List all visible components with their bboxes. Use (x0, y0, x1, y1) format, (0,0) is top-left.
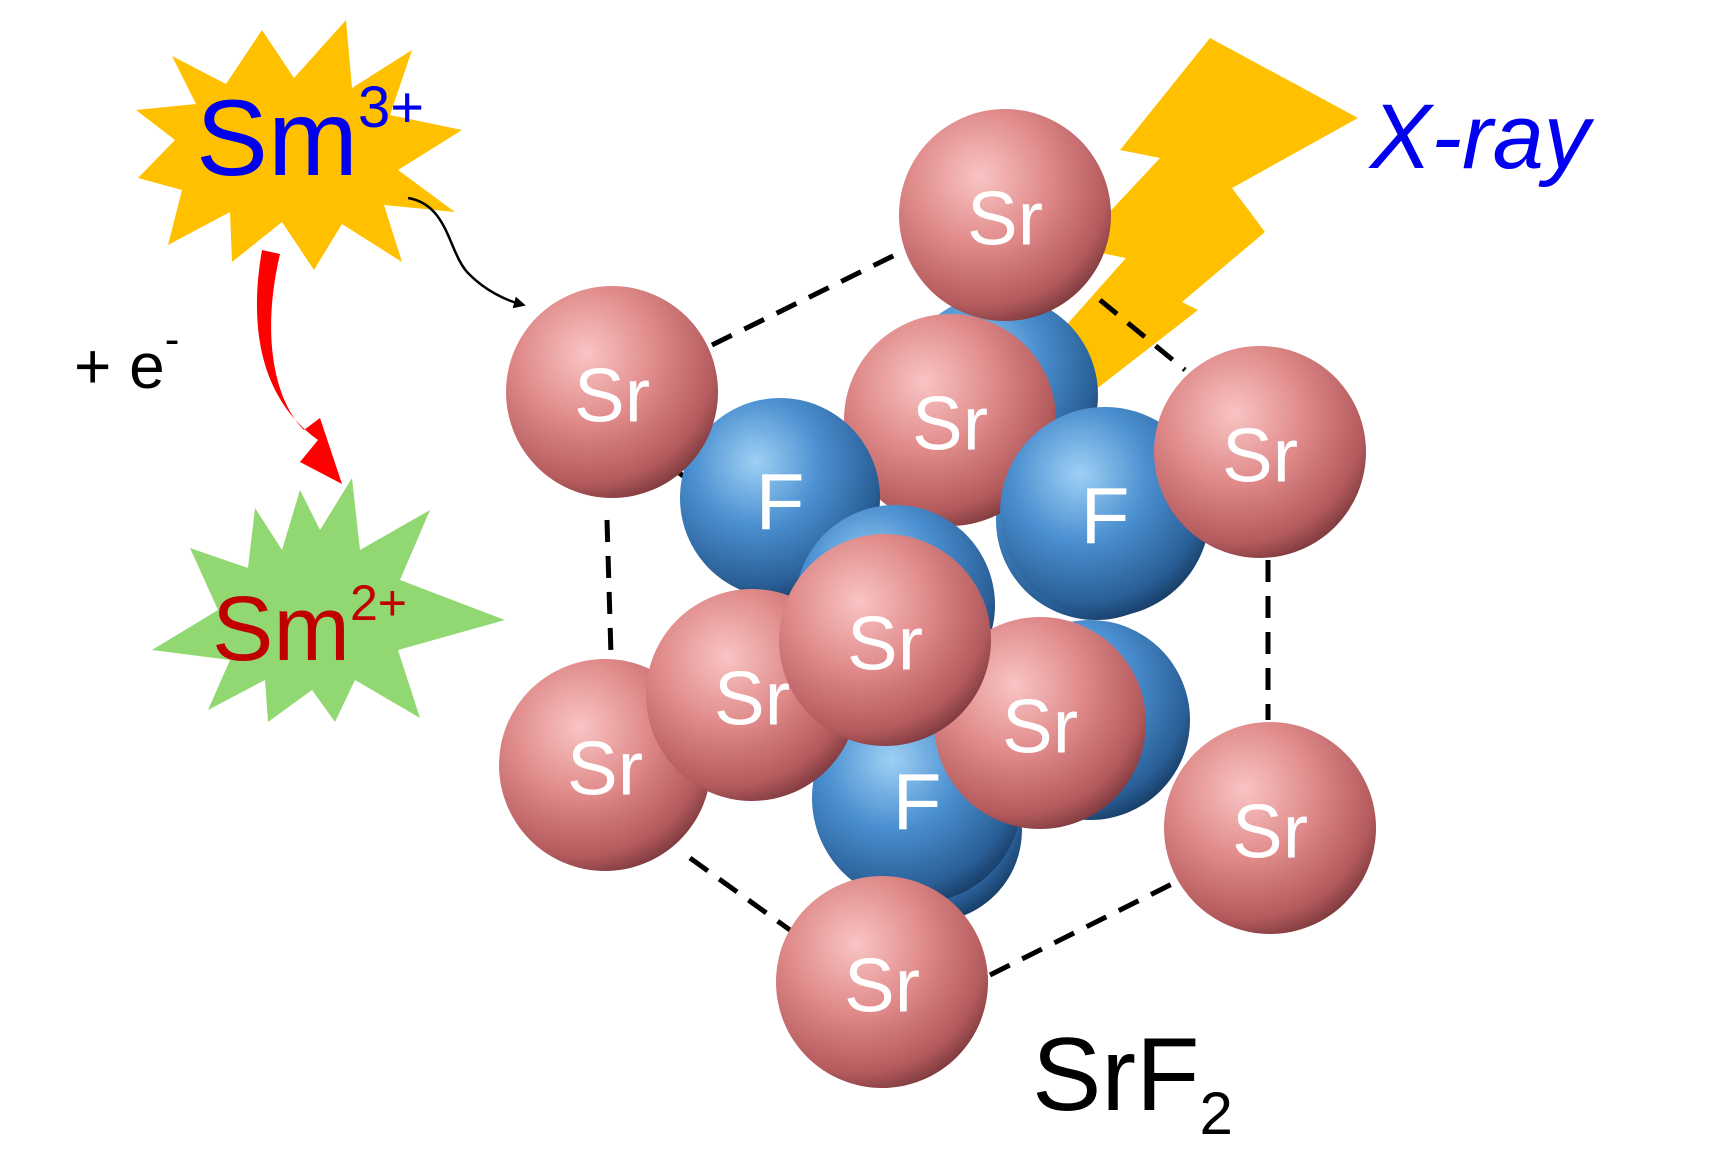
sr-atom: Sr (776, 876, 988, 1088)
sr-atom-sphere (779, 534, 991, 746)
sr-atom-sphere (934, 617, 1146, 829)
sr-atom-label: Sr (1222, 414, 1298, 499)
electron-gain-superscript: - (165, 315, 180, 364)
sr-atom-label: Sr (714, 657, 790, 742)
sm2-burst-shape (152, 478, 505, 722)
compound-subscript: 2 (1200, 1080, 1233, 1147)
sr-atom: Sr (1154, 346, 1366, 558)
reduction-arrow-icon (256, 250, 342, 484)
sr-atom-label: Sr (844, 944, 920, 1029)
sr-atom: Sr (844, 314, 1056, 526)
f-atom-label: F (1081, 472, 1130, 561)
cell-edge-dashed-line (688, 855, 792, 933)
sr-atom-sphere (899, 109, 1111, 321)
sr-atom: Sr (934, 617, 1146, 829)
cell-edge-dashed-line (604, 519, 614, 656)
sr-atom-sphere (1154, 346, 1366, 558)
substitution-arrow-icon (407, 196, 526, 309)
compound-label: SrF2 (1032, 1017, 1233, 1147)
sm2-charge: 2+ (350, 575, 407, 631)
sr-atom-label: Sr (847, 602, 923, 687)
sm3-label: Sm3+ (196, 75, 424, 198)
sr-atom-label: Sr (912, 382, 988, 467)
cell-edge-dashed-line (988, 877, 1182, 978)
sm3-charge: 3+ (358, 75, 424, 140)
sr-atom: Sr (1164, 722, 1376, 934)
sr-atom: Sr (899, 109, 1111, 321)
sr-atom-sphere (506, 286, 718, 498)
sr-atom-sphere (844, 314, 1056, 526)
sm3-burst-shape (136, 20, 462, 270)
sr-atom-label: Sr (567, 727, 643, 812)
cell-edge-dashed-line (1098, 298, 1187, 372)
sr-atom-label: Sr (574, 354, 650, 439)
sm2-label: Sm2+ (212, 575, 407, 680)
f-atom-label: F (893, 758, 942, 847)
electron-gain-prefix: + e (74, 330, 165, 402)
sm2-element: Sm (212, 578, 350, 680)
xray-label: X-ray (1368, 86, 1595, 188)
sr-atom-sphere (776, 876, 988, 1088)
sr-atom-label: Sr (1002, 685, 1078, 770)
sr-atom: Sr (506, 286, 718, 498)
sr-atom-label: Sr (1232, 790, 1308, 875)
compound-base: SrF (1032, 1017, 1200, 1133)
sr-atom-label: Sr (967, 177, 1043, 262)
sr-atom: Sr (779, 534, 991, 746)
cell-edge-dashed-line (710, 252, 897, 348)
sm3-element: Sm (196, 77, 358, 198)
electron-gain-label: + e- (74, 315, 179, 402)
sr-atom-sphere (1164, 722, 1376, 934)
f-atom-label: F (756, 458, 805, 547)
